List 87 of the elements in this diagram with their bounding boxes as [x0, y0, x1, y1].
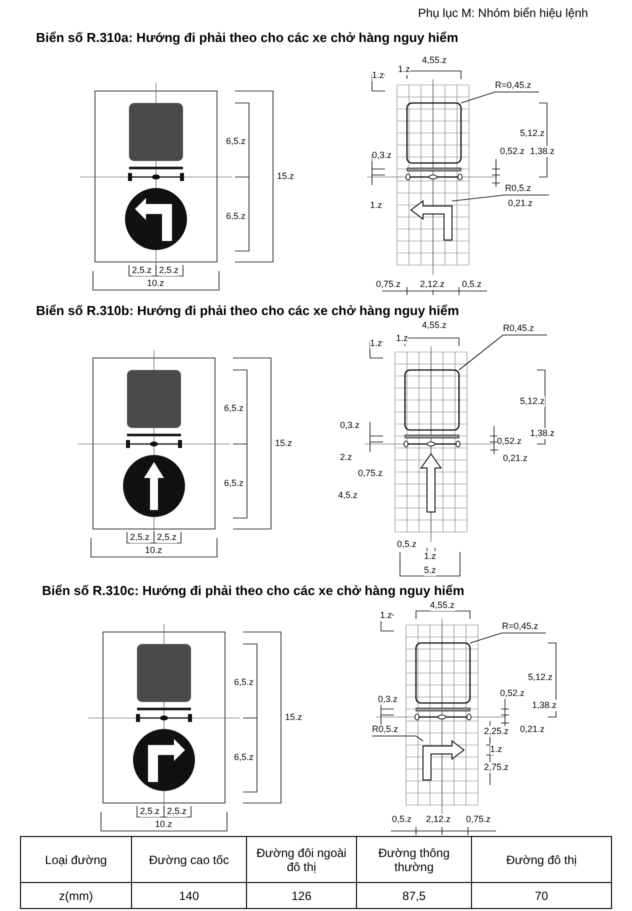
dimension-label: 6,5.z: [234, 752, 254, 763]
dimension-label: 2,5.z: [132, 265, 152, 276]
leader-line: [458, 334, 548, 370]
table-cell: 70: [471, 882, 611, 908]
leader-line: [470, 632, 546, 644]
dimension-label: 2,12.z: [420, 279, 445, 290]
dimension-label: 0,3.z: [340, 420, 360, 431]
dimension-label: 10.z: [155, 819, 172, 830]
table-cell: 126: [246, 882, 356, 908]
section-heading: Biển số R.310c: Hướng đi phải theo cho các xe chở hàng nguy hiểm: [42, 583, 464, 598]
dimension-label: 2,5.z: [167, 806, 187, 817]
dimension-label: 1.z: [396, 333, 408, 344]
dimension-label: 4,55.z: [422, 320, 447, 331]
dimension-label: 6,5.z: [226, 211, 246, 222]
radius-label: R=0,45.z: [502, 621, 546, 633]
dimension-label: 6,5.z: [226, 136, 246, 147]
dimension-label: 10.z: [147, 278, 164, 289]
dimension-label: 0,3.z: [378, 694, 398, 705]
arrow-outline: [422, 740, 465, 780]
dimension-label: 1.z: [370, 200, 382, 211]
dimension-label: 1.z: [424, 551, 436, 562]
dimension-label: 2,25.z: [484, 726, 509, 737]
dimension-label: 0,52.z: [497, 436, 522, 447]
table-cell: Đường đôi ngoài đô thị: [246, 837, 356, 882]
table-cell: 87,5: [356, 882, 471, 908]
dimension-label: 5,12.z: [520, 128, 545, 139]
dimension-label: 2,75.z: [484, 762, 509, 773]
page-header: Phụ lục M: Nhóm biển hiệu lệnh: [418, 6, 588, 20]
rounded-square-outline: [404, 369, 460, 431]
dimension-label: 2.z: [340, 452, 352, 463]
dimension-label: 2,5.z: [140, 806, 160, 817]
radius-label: R=0,45.z: [495, 80, 539, 92]
table-cell: 140: [131, 882, 246, 908]
table-cell: Đường cao tốc: [131, 837, 246, 882]
dimension-label: 5,12.z: [528, 672, 553, 683]
section-heading: Biển số R.310b: Hướng đi phải theo cho các xe chở hàng nguy hiểm: [36, 303, 460, 318]
leader-line: [452, 194, 550, 202]
dimension-label: 0,21.z: [520, 724, 545, 735]
dimension-label: 6,5.z: [224, 478, 244, 489]
dimension-label: 2,5.z: [159, 265, 179, 276]
dimension-label: 15.z: [285, 712, 302, 723]
dimension-label: 1.z: [380, 610, 392, 621]
dimension-label: 0,5.z: [462, 279, 482, 290]
section-heading: Biển số R.310a: Hướng đi phải theo cho các xe chở hàng nguy hiểm: [36, 30, 458, 45]
radius-label: R0,5.z: [372, 724, 416, 736]
dimension-label: 0,3.z: [372, 150, 392, 161]
radius-label: R0,45.z: [503, 323, 547, 335]
dimension-label: 15.z: [275, 438, 292, 449]
dimension-label: 1.z: [370, 338, 382, 349]
dimension-label: 5,12.z: [520, 396, 545, 407]
dimension-label: 0,21.z: [503, 453, 528, 464]
dimension-label: 1,38.z: [532, 700, 557, 711]
dimension-label: 0,75.z: [466, 814, 491, 825]
dimension-label: 0,5.z: [392, 814, 412, 825]
dimension-label: 15.z: [277, 171, 294, 182]
dimension-label: 0,75.z: [376, 279, 401, 290]
arrow-outline: [420, 453, 442, 512]
dimension-label: 5.z: [424, 565, 436, 576]
dimension-label: 10.z: [145, 545, 162, 556]
dimension-label: 1.z: [398, 64, 410, 75]
dimension-label: 2,5.z: [157, 532, 177, 543]
table-cell: z(mm): [21, 882, 131, 908]
dimension-label: 0,75.z: [358, 468, 383, 479]
dimension-label: 4,55.z: [422, 55, 447, 66]
dimension-label: 1.z: [372, 70, 384, 81]
dimension-label: 1.z: [490, 744, 502, 755]
dimension-label: 6,5.z: [234, 677, 254, 688]
arrow-outline: [410, 200, 452, 240]
rounded-square-outline: [406, 102, 462, 164]
dimension-label: 2,12.z: [426, 814, 451, 825]
dimension-label: 6,5.z: [224, 403, 244, 414]
table-cell: Đường đô thị: [471, 837, 611, 882]
dimension-label: 1,38.z: [530, 428, 555, 439]
dimension-label: 4,5.z: [338, 490, 358, 501]
rounded-square-outline: [415, 642, 471, 704]
dimension-label: 0,5.z: [397, 539, 417, 550]
dimension-label: 0,52.z: [500, 146, 525, 157]
table-cell: Đường thông thường: [356, 837, 471, 882]
dimension-label: 1,38.z: [530, 146, 555, 157]
dimension-label: 0,21.z: [508, 198, 533, 209]
dimension-label: 4,55.z: [430, 600, 455, 611]
radius-label: R0,5.z: [505, 183, 549, 195]
table-cell-text: Loại đường: [44, 852, 108, 868]
leader-line: [372, 736, 424, 742]
dimension-label: 0,52.z: [500, 688, 525, 699]
dimension-label: 2,5.z: [130, 532, 150, 543]
leader-line: [460, 92, 540, 104]
